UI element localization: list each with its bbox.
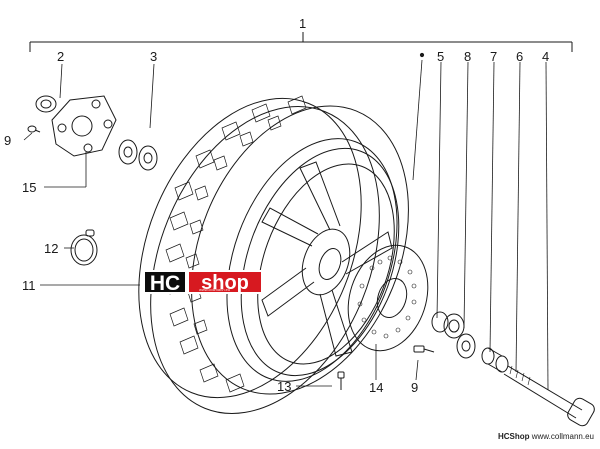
callout-2: 2 xyxy=(57,49,65,64)
callout-5: 5 xyxy=(437,49,445,64)
callout-6: 6 xyxy=(516,49,524,64)
callout-15: 15 xyxy=(22,180,37,195)
bearing-5-8 xyxy=(431,311,465,339)
callout-8: 8 xyxy=(464,49,472,64)
footer-credit: HCShop www.collmann.eu xyxy=(498,432,594,441)
callout-3: 3 xyxy=(150,49,158,64)
bearings-3 xyxy=(118,139,158,171)
footer-brand: HCShop xyxy=(497,432,530,441)
logo-url-text: www.collmann.eu xyxy=(199,287,231,292)
callout-14: 14 xyxy=(369,380,384,395)
logo-hc-text: HC xyxy=(143,270,187,295)
brake-disc xyxy=(347,244,429,352)
axle-4 xyxy=(503,365,595,427)
callout-9-upper: 9 xyxy=(4,133,12,148)
bolt-9-lower xyxy=(413,345,435,353)
callout-12: 12 xyxy=(44,241,59,256)
screw-9-upper xyxy=(27,125,41,133)
screw-13 xyxy=(337,371,345,390)
logo-shop-text: shop xyxy=(187,270,263,294)
callout-9-lower: 9 xyxy=(411,380,419,395)
leader-lines xyxy=(23,59,549,391)
footer-url: www.collmann.eu xyxy=(531,432,594,441)
rim xyxy=(226,138,400,382)
clamp-12 xyxy=(70,229,98,266)
callout-1: 1 xyxy=(299,16,307,31)
callout-7: 7 xyxy=(490,49,498,64)
tire xyxy=(138,95,409,414)
reference-dot xyxy=(419,52,425,58)
bush-6 xyxy=(481,347,509,373)
drive-flange-15 xyxy=(51,95,117,157)
seal-7 xyxy=(456,333,476,359)
callout-11: 11 xyxy=(22,278,36,293)
nut-2 xyxy=(35,95,57,113)
callout-13: 13 xyxy=(277,379,292,394)
hc-shop-logo: HC shop www.collmann.eu xyxy=(143,270,263,295)
callout-4: 4 xyxy=(542,49,550,64)
assembly-bracket xyxy=(29,32,573,52)
